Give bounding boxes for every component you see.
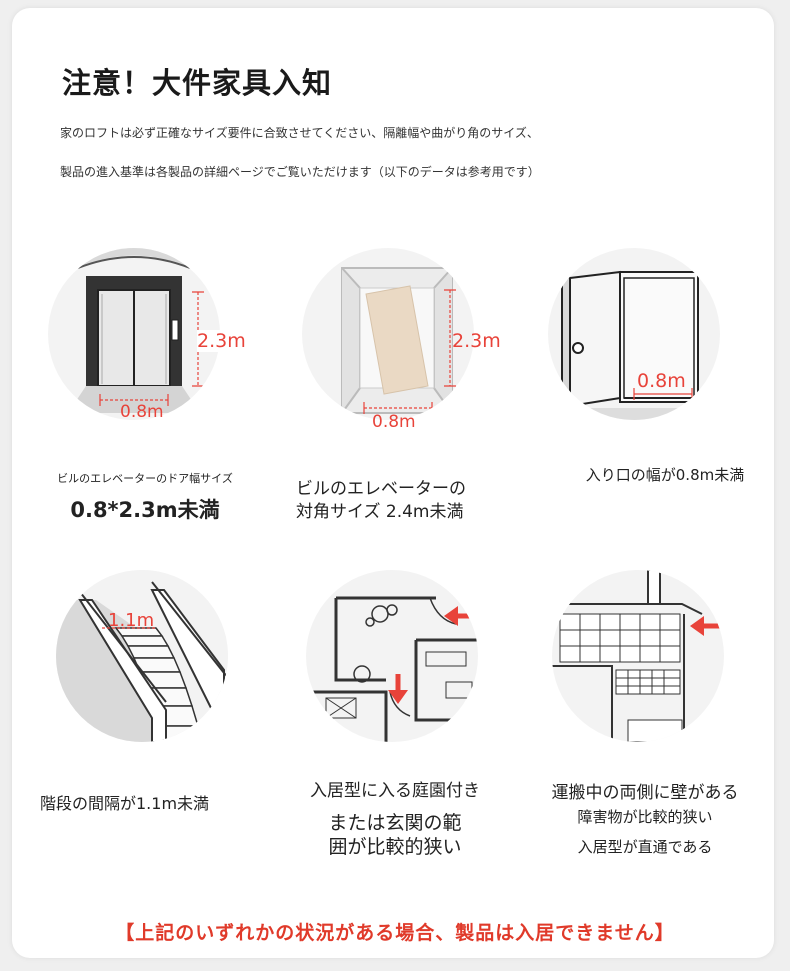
floor-plan-icon — [306, 570, 478, 742]
description-line-2: 製品の進入基準は各製品の詳細ページでご覧いただけます（以下のデータは参考用です） — [60, 165, 540, 179]
page-title: 注意！大件家具入知 — [62, 66, 333, 100]
caption-6c: 入居型が直通である — [577, 838, 713, 856]
caption-2b: 対角サイズ 2.4m未満 — [296, 502, 464, 522]
caption-4: 階段の間隔が1.1m未満 — [40, 794, 210, 813]
caption-1a: ビルのエレベーターのドア幅サイズ — [57, 472, 233, 485]
description-line-1: 家のロフトは必ず正確なサイズ要件に合致させてください、隔離幅や曲がり角のサイズ、 — [60, 126, 539, 140]
caption-2a: ビルのエレベーターの — [296, 479, 466, 499]
dim-label-width: 0.8m — [637, 370, 686, 392]
staircase-icon — [56, 570, 228, 742]
caption-1b: 0.8*2.3m未満 — [70, 498, 220, 522]
dim-label-width: 1.1m — [108, 610, 155, 631]
dim-label-width: 0.8m — [120, 402, 164, 422]
dim-label-width: 0.8m — [372, 412, 416, 432]
caption-5c: 囲が比較的狭い — [328, 836, 462, 858]
dim-label-height: 2.3m — [197, 330, 246, 352]
caption-3: 入り口の幅が0.8m未満 — [585, 466, 745, 484]
caption-5b: または玄関の範 — [328, 812, 462, 834]
narrow-corridor-icon — [552, 570, 724, 742]
caption-5a: 入居型に入る庭園付き — [310, 781, 480, 801]
elevator-door-icon — [48, 248, 220, 420]
caption-6a: 運搬中の両側に壁がある — [551, 783, 739, 803]
content-card — [12, 8, 774, 958]
entrance-door-icon — [548, 248, 720, 420]
warning-banner: 【上記のいずれかの状況がある場合、製品は入居できません】 — [115, 922, 675, 944]
dim-label-height: 2.3m — [452, 330, 501, 352]
caption-6b: 障害物が比較的狭い — [577, 808, 713, 826]
elevator-interior-icon — [302, 248, 474, 420]
